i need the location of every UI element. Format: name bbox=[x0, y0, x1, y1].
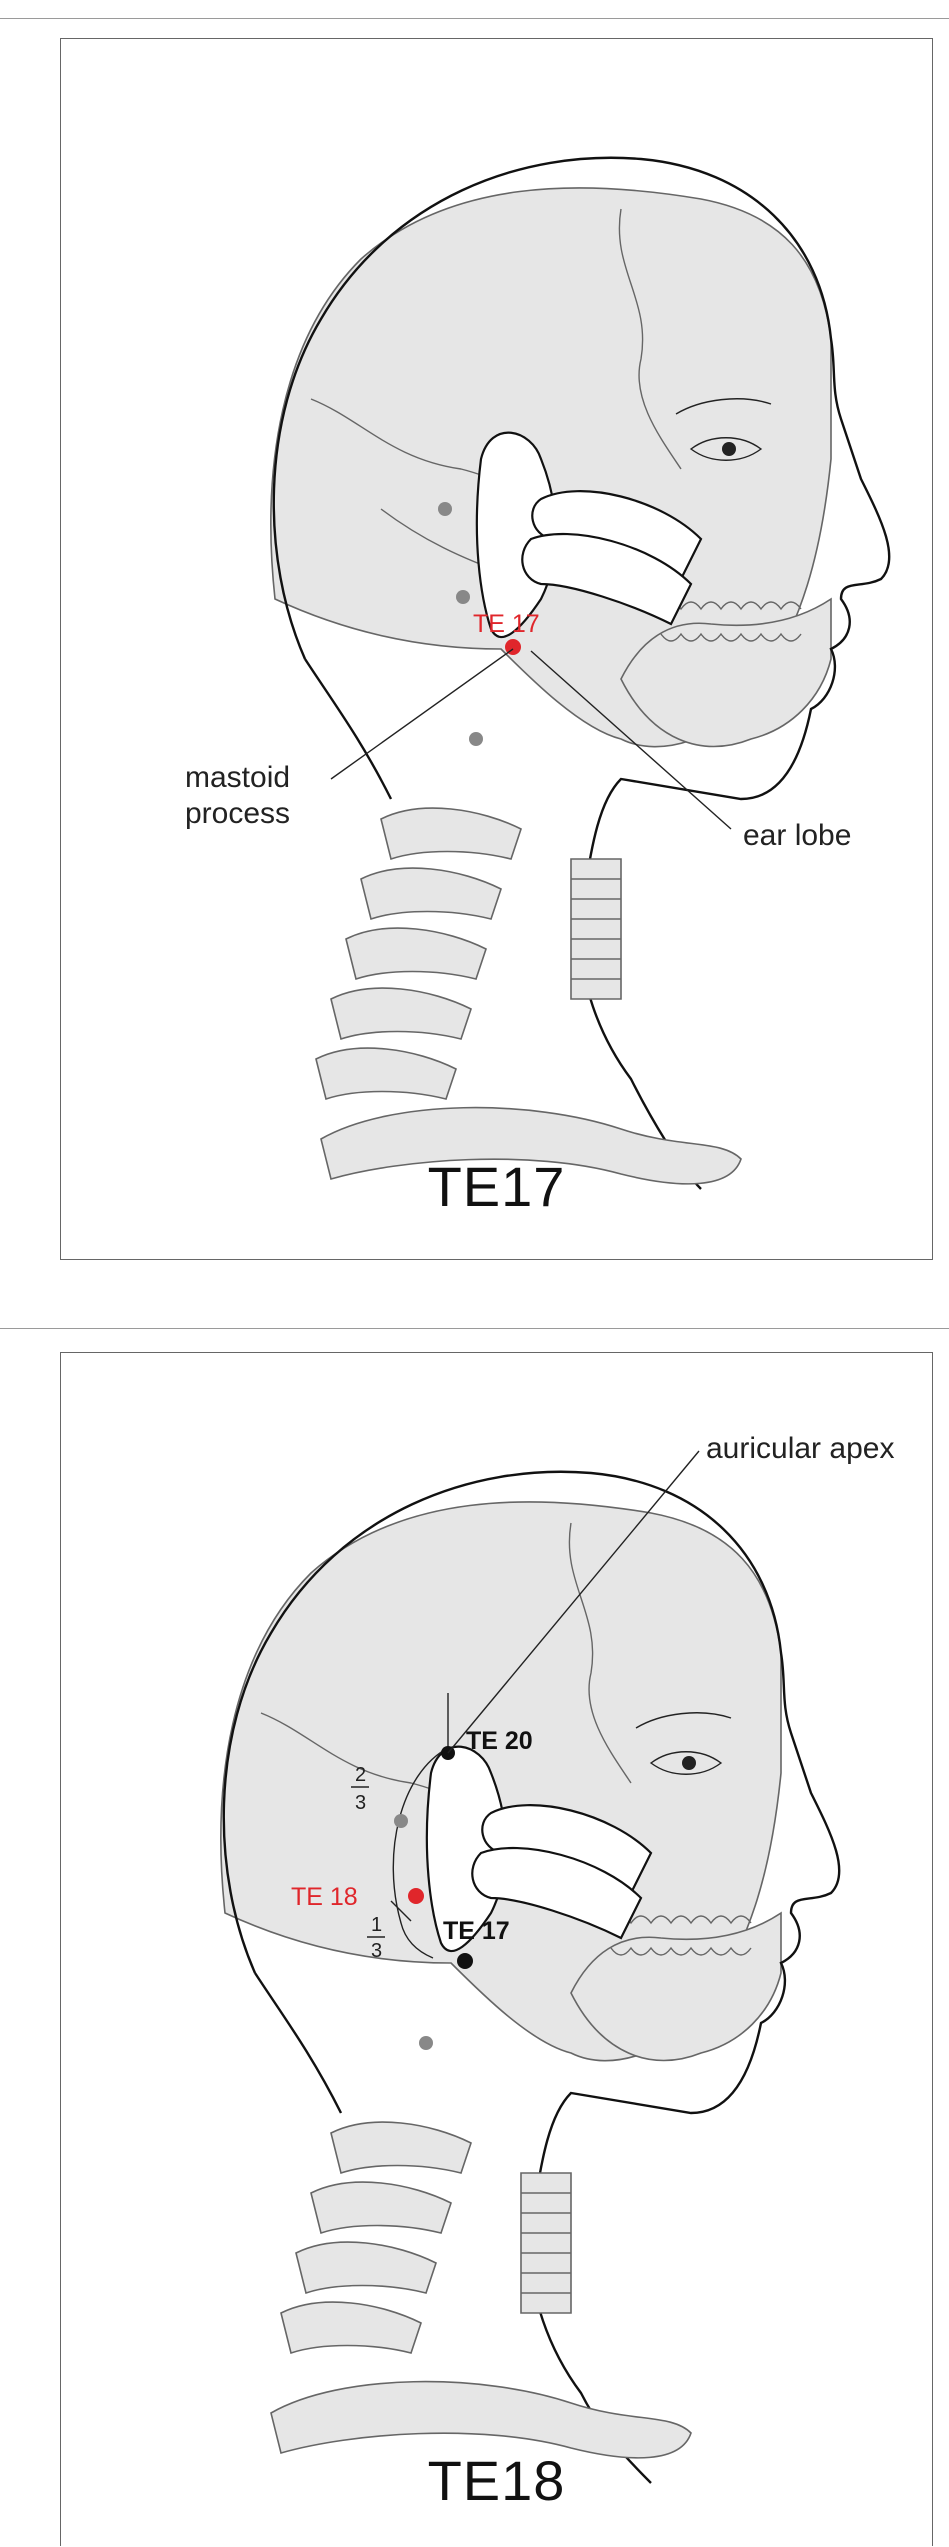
ear bbox=[475, 431, 558, 639]
acupoint-dot bbox=[456, 590, 470, 604]
acupoint-dot bbox=[419, 2036, 433, 2050]
label-te17: TE 17 bbox=[443, 1917, 510, 1945]
skull-suture bbox=[618, 208, 682, 470]
label-auricular-apex: auricular apex bbox=[706, 1432, 894, 1465]
tick-one-third bbox=[390, 1900, 412, 1922]
eyebrow bbox=[675, 398, 772, 415]
skull-suture bbox=[568, 1522, 632, 1784]
head-illustration-te18: auricular apex TE 20 TE 17 TE 18 2 3 1 3 bbox=[220, 1432, 894, 2484]
teeth bbox=[660, 632, 802, 642]
clavicle bbox=[320, 1106, 742, 1185]
acupoint-dot bbox=[394, 1814, 408, 1828]
leader-mastoid bbox=[330, 648, 514, 780]
skull bbox=[270, 187, 832, 748]
trachea-rings bbox=[571, 878, 621, 980]
label-mastoid-line1: mastoid bbox=[185, 761, 290, 794]
label-te20: TE 20 bbox=[466, 1727, 533, 1755]
label-te18: TE 18 bbox=[291, 1883, 358, 1911]
caption-te18: TE18 bbox=[427, 2449, 566, 2512]
acupoint-te18 bbox=[408, 1888, 424, 1904]
finger bbox=[471, 1846, 643, 1940]
fraction-one-third-num: 1 bbox=[371, 1914, 382, 1936]
panel-te18: auricular apex TE 20 TE 17 TE 18 2 3 1 3… bbox=[60, 1352, 933, 2546]
pupil bbox=[682, 1756, 696, 1770]
trachea-rings bbox=[521, 2192, 571, 2294]
pupil bbox=[722, 442, 736, 456]
fraction-two-thirds-num: 2 bbox=[355, 1764, 366, 1786]
ear bbox=[425, 1745, 508, 1953]
mandible bbox=[620, 597, 832, 748]
fraction-one-third-den: 3 bbox=[371, 1940, 382, 1962]
teeth bbox=[610, 1946, 752, 1956]
acupoint-dot bbox=[438, 502, 452, 516]
acupoint-te17 bbox=[457, 1953, 473, 1969]
clavicle bbox=[270, 2380, 692, 2459]
nape-outline bbox=[253, 1972, 343, 2114]
teeth bbox=[610, 1915, 752, 1925]
leader-ear-lobe bbox=[530, 650, 732, 830]
label-mastoid-line2: process bbox=[185, 797, 290, 830]
acupoint-dot bbox=[469, 732, 483, 746]
trachea bbox=[520, 2172, 572, 2314]
trachea bbox=[570, 858, 622, 1000]
caption-te17: TE17 bbox=[427, 1155, 566, 1218]
fraction-two-thirds-den: 3 bbox=[355, 1792, 366, 1814]
middle-rule bbox=[0, 1328, 949, 1329]
finger bbox=[521, 532, 693, 626]
measurement-arc bbox=[392, 1747, 449, 1959]
eyebrow bbox=[635, 1712, 732, 1729]
cervical-spine bbox=[315, 807, 522, 1101]
top-rule bbox=[0, 18, 949, 19]
nape-outline bbox=[303, 658, 393, 800]
cervical-spine bbox=[280, 2121, 472, 2355]
head-illustration-te17: TE 17 mastoid process ear lobe bbox=[185, 156, 891, 1190]
eye bbox=[649, 1751, 723, 1775]
eye bbox=[689, 437, 763, 461]
mandible bbox=[570, 1911, 782, 2062]
leader-auricular-apex bbox=[447, 1450, 700, 1754]
panel-te17: TE 17 mastoid process ear lobe TE17 bbox=[60, 38, 933, 1260]
teeth bbox=[660, 601, 802, 611]
skull bbox=[220, 1501, 782, 2062]
label-ear-lobe: ear lobe bbox=[743, 819, 851, 852]
label-te17: TE 17 bbox=[473, 610, 540, 638]
